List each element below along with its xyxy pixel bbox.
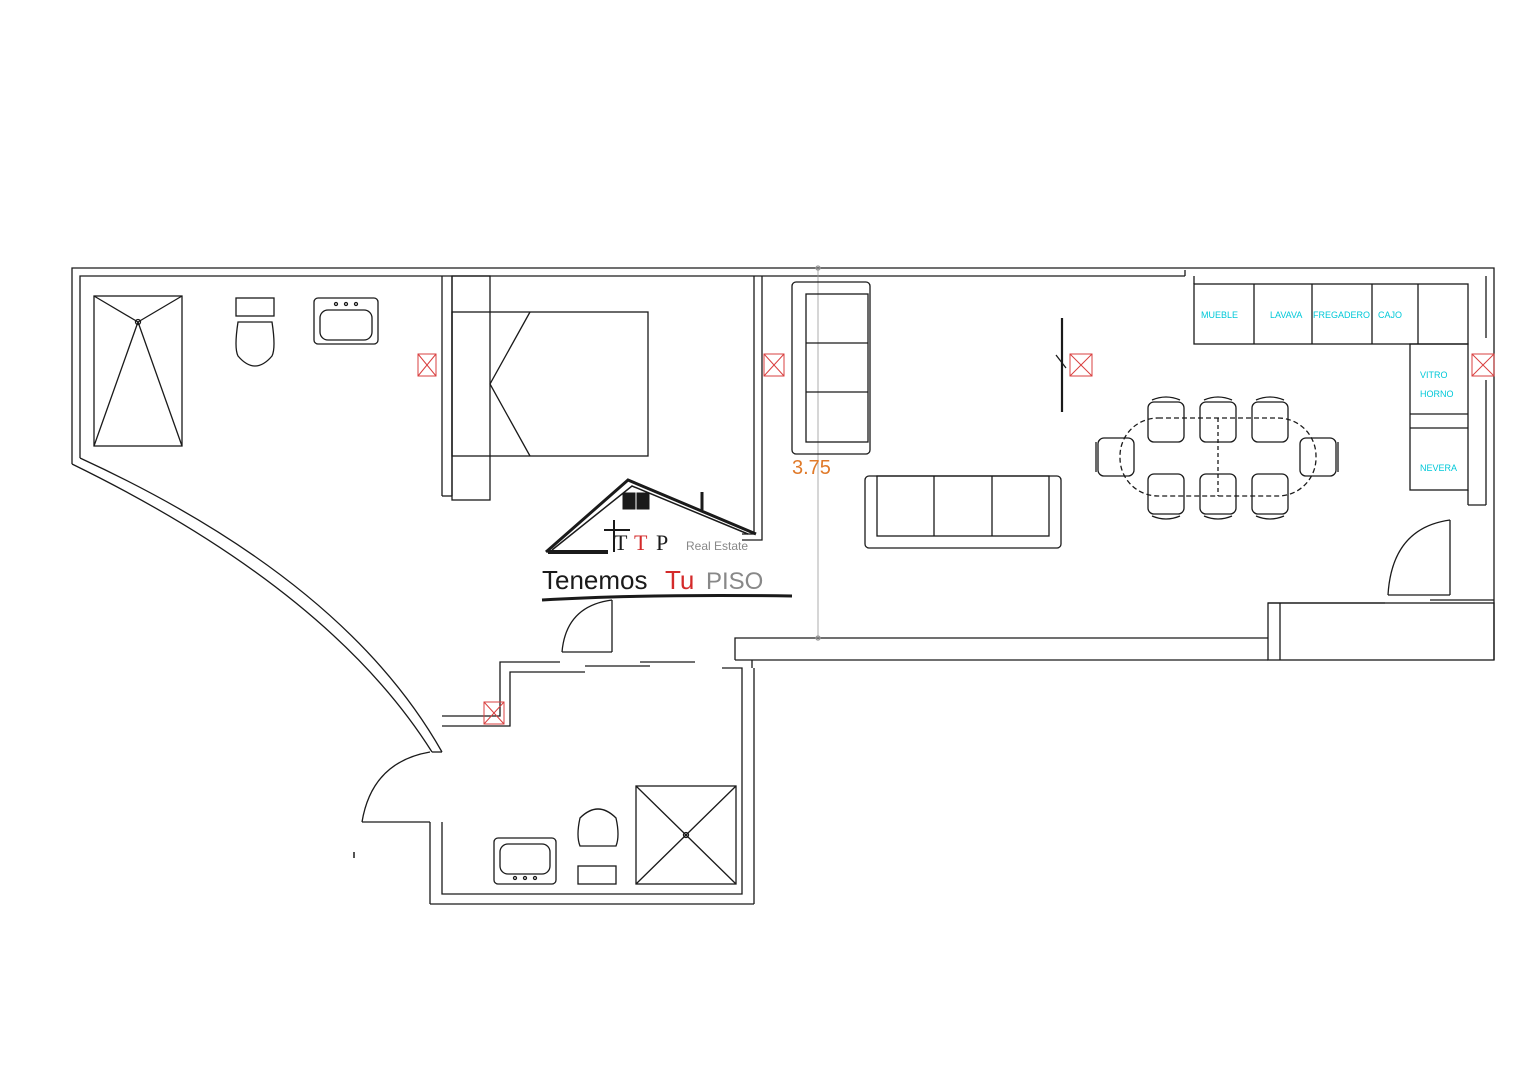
label-fregadero: FREGADERO: [1313, 310, 1370, 320]
electrical-box-icon: [483, 701, 505, 725]
dimension-label: 3.75: [792, 457, 831, 479]
sink: [313, 297, 379, 345]
electrical-box-icon: [1069, 353, 1093, 377]
logo-word-tenemos: Tenemos: [542, 565, 648, 595]
shower-tray-lower: [635, 785, 737, 885]
label-horno: HORNO: [1420, 389, 1454, 399]
label-vitro: VITRO: [1420, 370, 1448, 380]
sink-lower: [493, 837, 557, 885]
logo-word-piso: PISO: [706, 568, 763, 595]
dining-table: [1095, 396, 1339, 520]
label-mueble: MUEBLE: [1201, 310, 1238, 320]
sofa-vertical: [791, 281, 871, 455]
logo-tagline: Real Estate: [686, 539, 748, 553]
exterior-walls: [71, 267, 1495, 905]
dining-chairs: [1095, 396, 1339, 520]
shower-tray: [93, 295, 183, 447]
toilet-tank: [235, 297, 275, 317]
label-nevera: NEVERA: [1420, 463, 1457, 473]
kitchen-labels: MUEBLE LAVAVA FREGADERO CAJO VITRO HORNO…: [1201, 310, 1457, 473]
label-lavava: LAVAVA: [1270, 310, 1302, 320]
kitchen-counter-top: [1193, 283, 1469, 345]
electrical-box-icon: [417, 353, 437, 377]
electrical-box-icon: [763, 353, 785, 377]
sofa-horizontal: [864, 475, 1062, 549]
interior-walls: [441, 265, 821, 641]
electrical-box-icon: [1471, 353, 1495, 377]
kitchen: [1193, 276, 1486, 506]
double-bed: [451, 311, 649, 457]
corridor-door-swing: [561, 599, 613, 653]
kitchen-counter-side: [1409, 343, 1469, 491]
upper-bathroom: [93, 295, 379, 447]
kitchen-door-swing: [1387, 519, 1451, 596]
toilet-bowl: [235, 321, 275, 367]
logo-initials: T T P: [614, 530, 668, 555]
label-cajo: CAJO: [1378, 310, 1402, 320]
house-roof-icon: [545, 478, 757, 554]
toilet-bowl-lower: [577, 808, 619, 847]
svg-text:T: T: [634, 530, 648, 555]
logo-word-tu: Tu: [665, 565, 694, 595]
entry-door-swing: [361, 751, 431, 823]
toilet-tank-lower: [577, 865, 617, 885]
company-logo: T T P Real Estate Tenemos Tu PISO: [541, 478, 793, 602]
living-room: [791, 281, 1339, 549]
bedroom: [451, 311, 649, 457]
lower-bathroom: [493, 785, 737, 885]
doors: [361, 318, 1451, 823]
svg-text:P: P: [656, 530, 668, 555]
electrical-boxes: [417, 353, 1495, 725]
svg-text:T: T: [614, 530, 628, 555]
logo-underline: [541, 594, 793, 602]
